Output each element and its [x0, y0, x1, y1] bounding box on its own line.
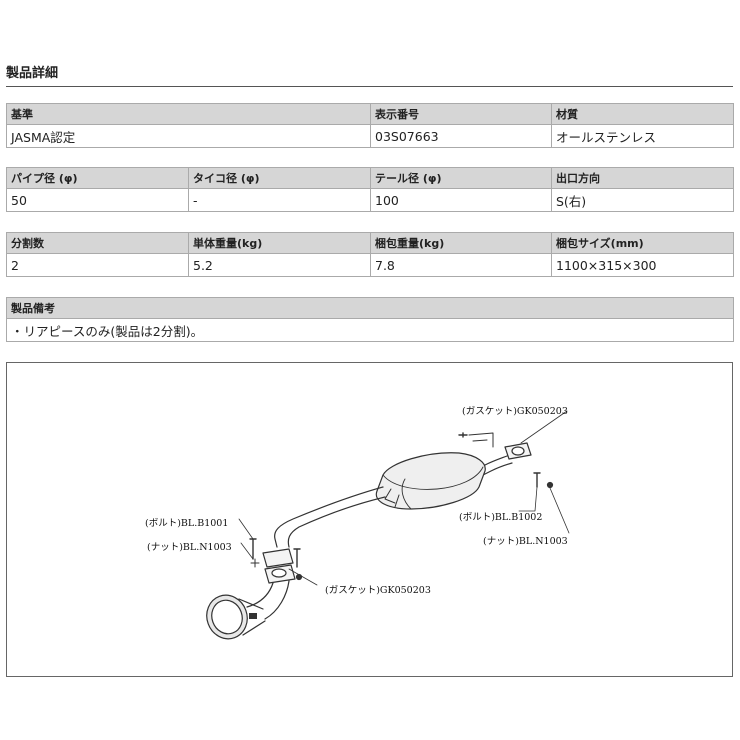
leader-nut-right [549, 487, 570, 534]
leader-bolt-right [518, 486, 538, 512]
label-nut-right: (ナット)BL.N1003 [483, 536, 568, 547]
section-title: 製品詳細 [6, 66, 59, 81]
bolt-right-icon [533, 472, 541, 488]
main-pipe [274, 486, 386, 548]
leader-gasket-top [520, 410, 568, 444]
leader-bolt-left [238, 518, 254, 540]
header-display-number: 表示番号 [370, 103, 552, 125]
value-package-weight: 7.8 [370, 253, 552, 277]
spec-table-diameter: パイプ径 (φ) タイコ径 (φ) テール径 (φ) 出口方向 50 - 100… [6, 167, 734, 212]
value-unit-weight: 5.2 [188, 253, 371, 277]
inlet-pipe [476, 455, 513, 476]
bolt-left-2-icon [293, 548, 301, 568]
spec-table-notes: 製品備考 ・リアピースのみ(製品は2分割)。 [6, 297, 734, 342]
value-material: オールステンレス [551, 124, 734, 148]
value-package-size: 1100×315×300 [551, 253, 734, 277]
label-gasket-bottom: (ガスケット)GK050203 [325, 585, 431, 596]
label-gasket-top: (ガスケット)GK050203 [462, 406, 568, 417]
label-bolt-right: (ボルト)BL.B1002 [459, 512, 543, 523]
value-standard: JASMA認定 [6, 124, 371, 148]
header-tail-diameter: テール径 (φ) [370, 167, 552, 189]
nut-left-icon [250, 558, 260, 568]
value-pipe-diameter: 50 [6, 188, 189, 212]
value-silencer-diameter: - [188, 188, 371, 212]
value-exit-direction: S(右) [551, 188, 734, 212]
header-silencer-diameter: タイコ径 (φ) [188, 167, 371, 189]
rear-flange [262, 548, 294, 568]
value-split-count: 2 [6, 253, 189, 277]
header-pipe-diameter: パイプ径 (φ) [6, 167, 189, 189]
exhaust-illustration [206, 410, 570, 640]
hanger-top [468, 432, 494, 448]
value-product-notes: ・リアピースのみ(製品は2分割)。 [6, 318, 734, 342]
leader-gasket-bottom [288, 568, 318, 586]
header-standard: 基準 [6, 103, 371, 125]
label-nut-left: (ナット)BL.N1003 [147, 542, 232, 553]
title-divider [6, 86, 733, 87]
exhaust-diagram: (ガスケット)GK050203 (ボルト)BL.B1002 (ナット)BL.N1… [6, 362, 733, 677]
header-package-weight: 梱包重量(kg) [370, 232, 552, 254]
value-tail-diameter: 100 [370, 188, 552, 212]
header-split-count: 分割数 [6, 232, 189, 254]
nut-right-icon [546, 481, 554, 489]
header-material: 材質 [551, 103, 734, 125]
header-package-size: 梱包サイズ(mm) [551, 232, 734, 254]
spec-table-weight: 分割数 単体重量(kg) 梱包重量(kg) 梱包サイズ(mm) 2 5.2 7.… [6, 232, 734, 277]
label-bolt-left: (ボルト)BL.B1001 [145, 518, 229, 529]
tail-pipe [246, 580, 290, 620]
header-product-notes: 製品備考 [6, 297, 734, 319]
value-display-number: 03S07663 [370, 124, 552, 148]
leader-nut-left [240, 542, 254, 560]
spec-table-standard: 基準 表示番号 材質 JASMA認定 03S07663 オールステンレス [6, 103, 734, 148]
header-unit-weight: 単体重量(kg) [188, 232, 371, 254]
header-exit-direction: 出口方向 [551, 167, 734, 189]
silencer [375, 452, 486, 510]
